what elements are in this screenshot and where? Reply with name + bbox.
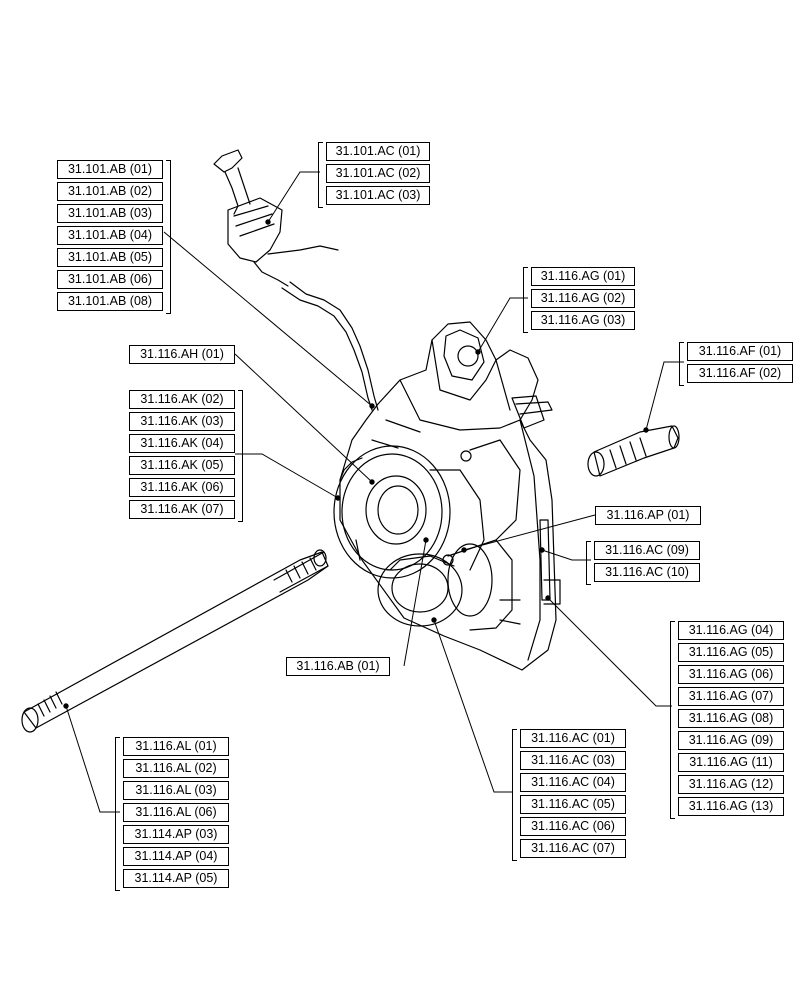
part-ref-label[interactable]: 31.116.AH (01) — [129, 345, 235, 364]
part-ref-label[interactable]: 31.101.AB (08) — [57, 292, 163, 311]
shift-lever-drawing — [213, 149, 379, 411]
part-ref-label[interactable]: 31.116.AG (05) — [678, 643, 784, 662]
part-ref-label[interactable]: 31.116.AF (02) — [687, 364, 793, 383]
group-bracket — [115, 737, 120, 891]
stub-shaft-drawing — [587, 425, 680, 477]
part-ref-label[interactable]: 31.116.AG (11) — [678, 753, 784, 772]
part-ref-label[interactable]: 31.114.AP (04) — [123, 847, 229, 866]
part-ref-label[interactable]: 31.116.AK (04) — [129, 434, 235, 453]
group-bracket — [523, 267, 528, 333]
part-ref-label[interactable]: 31.116.AG (08) — [678, 709, 784, 728]
part-ref-label[interactable]: 31.116.AB (01) — [286, 657, 390, 676]
part-ref-label[interactable]: 31.101.AB (02) — [57, 182, 163, 201]
part-ref-label[interactable]: 31.116.AC (06) — [520, 817, 626, 836]
label-31-116-ap: 31.116.AP (01) — [595, 506, 701, 525]
group-bracket — [318, 142, 323, 208]
transmission-housing-drawing — [333, 321, 561, 671]
group-bracket — [238, 390, 243, 522]
group-bracket — [166, 160, 171, 314]
part-ref-label[interactable]: 31.116.AG (09) — [678, 731, 784, 750]
label-group-31-101-ac: 31.101.AC (01) 31.101.AC (02) 31.101.AC … — [318, 142, 430, 208]
label-group-31-101-ab: 31.101.AB (01) 31.101.AB (02) 31.101.AB … — [57, 160, 171, 314]
label-group-31-116-ag-top: 31.116.AG (01) 31.116.AG (02) 31.116.AG … — [523, 267, 635, 333]
part-ref-label[interactable]: 31.114.AP (05) — [123, 869, 229, 888]
label-group-31-116-ag-bottom: 31.116.AG (04) 31.116.AG (05) 31.116.AG … — [670, 621, 784, 819]
part-ref-label[interactable]: 31.116.AG (01) — [531, 267, 635, 286]
part-ref-label[interactable]: 31.114.AP (03) — [123, 825, 229, 844]
group-bracket — [512, 729, 517, 861]
part-ref-label[interactable]: 31.101.AB (04) — [57, 226, 163, 245]
part-ref-label[interactable]: 31.101.AC (01) — [326, 142, 430, 161]
part-ref-label[interactable]: 31.116.AK (07) — [129, 500, 235, 519]
part-ref-label[interactable]: 31.116.AC (05) — [520, 795, 626, 814]
part-ref-label[interactable]: 31.101.AB (06) — [57, 270, 163, 289]
part-ref-label[interactable]: 31.116.AC (03) — [520, 751, 626, 770]
part-ref-label[interactable]: 31.116.AC (07) — [520, 839, 626, 858]
part-ref-label[interactable]: 31.116.AK (05) — [129, 456, 235, 475]
long-shaft-drawing — [21, 549, 329, 733]
label-group-31-116-ac-mid: 31.116.AC (09) 31.116.AC (10) — [586, 541, 700, 585]
part-ref-label[interactable]: 31.101.AC (02) — [326, 164, 430, 183]
part-ref-label[interactable]: 31.101.AC (03) — [326, 186, 430, 205]
part-ref-label[interactable]: 31.116.AC (01) — [520, 729, 626, 748]
part-ref-label[interactable]: 31.101.AB (05) — [57, 248, 163, 267]
label-group-31-116-ak: 31.116.AK (02) 31.116.AK (03) 31.116.AK … — [129, 390, 243, 522]
part-ref-label[interactable]: 31.116.AC (04) — [520, 773, 626, 792]
label-group-31-116-ac-bottom: 31.116.AC (01) 31.116.AC (03) 31.116.AC … — [512, 729, 626, 861]
part-ref-label[interactable]: 31.116.AG (06) — [678, 665, 784, 684]
part-ref-label[interactable]: 31.116.AG (03) — [531, 311, 635, 330]
leader-lines — [63, 171, 684, 813]
label-group-31-116-al: 31.116.AL (01) 31.116.AL (02) 31.116.AL … — [115, 737, 229, 891]
group-bracket — [679, 342, 684, 386]
part-ref-label[interactable]: 31.116.AK (02) — [129, 390, 235, 409]
part-ref-label[interactable]: 31.116.AF (01) — [687, 342, 793, 361]
part-ref-label[interactable]: 31.116.AK (06) — [129, 478, 235, 497]
label-31-116-ah: 31.116.AH (01) — [129, 345, 235, 364]
label-31-116-ab: 31.116.AB (01) — [286, 657, 390, 676]
part-ref-label[interactable]: 31.116.AG (04) — [678, 621, 784, 640]
part-ref-label[interactable]: 31.116.AG (12) — [678, 775, 784, 794]
part-ref-label[interactable]: 31.116.AG (13) — [678, 797, 784, 816]
part-ref-label[interactable]: 31.116.AL (06) — [123, 803, 229, 822]
label-group-31-116-af: 31.116.AF (01) 31.116.AF (02) — [679, 342, 793, 386]
part-ref-label[interactable]: 31.116.AK (03) — [129, 412, 235, 431]
part-ref-label[interactable]: 31.101.AB (03) — [57, 204, 163, 223]
group-bracket — [586, 541, 591, 585]
part-ref-label[interactable]: 31.116.AC (10) — [594, 563, 700, 582]
part-ref-label[interactable]: 31.116.AC (09) — [594, 541, 700, 560]
part-ref-label[interactable]: 31.116.AP (01) — [595, 506, 701, 525]
part-ref-label[interactable]: 31.116.AG (07) — [678, 687, 784, 706]
part-ref-label[interactable]: 31.116.AL (02) — [123, 759, 229, 778]
part-ref-label[interactable]: 31.116.AL (01) — [123, 737, 229, 756]
part-ref-label[interactable]: 31.116.AL (03) — [123, 781, 229, 800]
part-ref-label[interactable]: 31.116.AG (02) — [531, 289, 635, 308]
group-bracket — [670, 621, 675, 819]
part-ref-label[interactable]: 31.101.AB (01) — [57, 160, 163, 179]
